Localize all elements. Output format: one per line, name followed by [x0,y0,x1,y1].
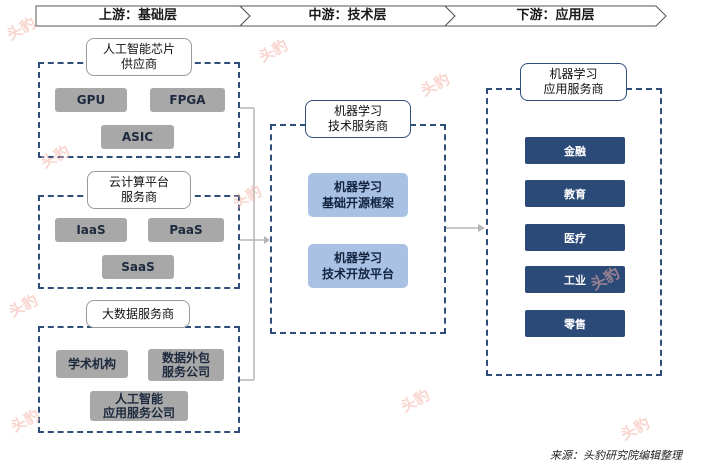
cloud-paas: PaaS [148,218,224,242]
bigdata-academic-institutions: 学术机构 [56,350,128,378]
header-chevron-bar [35,5,667,27]
cloud-saas: SaaS [102,255,174,279]
stage-label-midstream: 中游：技术层 [308,8,387,23]
cloud-iaas: IaaS [55,218,127,242]
ml-application-providers-title: 机器学习 应用服务商 [520,63,627,101]
stage-label-downstream: 下游：应用层 [516,8,595,23]
application-industry: 工业 [525,266,625,293]
chip-gpu: GPU [55,88,127,112]
cloud-providers-title: 云计算平台 服务商 [87,171,191,209]
chip-fpga: FPGA [150,88,225,112]
application-retail: 零售 [525,310,625,337]
ml-technology-providers-title: 机器学习 技术服务商 [305,100,411,138]
ml-open-technology-platforms: 机器学习 技术开放平台 [308,244,408,288]
application-healthcare: 医疗 [525,224,625,251]
stage-label-upstream: 上游：基础层 [98,8,177,23]
ai-chip-suppliers-title: 人工智能芯片 供应商 [86,38,192,76]
application-education: 教育 [525,180,625,207]
ml-open-source-frameworks: 机器学习 基础开源框架 [308,173,408,217]
bigdata-ai-application-companies: 人工智能 应用服务公司 [90,391,188,421]
stage-chevron-downstream [443,5,667,27]
big-data-providers-title: 大数据服务商 [86,300,190,328]
chip-asic: ASIC [101,125,174,149]
group-ml-technology-providers [270,124,446,334]
application-finance: 金融 [525,137,625,164]
source-note: 来源：头豹研究院编辑整理 [550,449,682,462]
bigdata-data-outsourcing-companies: 数据外包 服务公司 [148,349,224,381]
